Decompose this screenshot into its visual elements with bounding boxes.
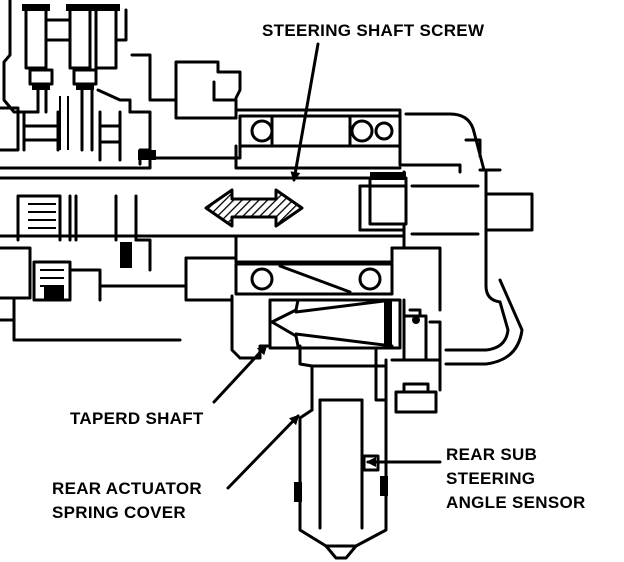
spring-cover-cylinder — [294, 344, 388, 560]
shaft-motion-arrow — [204, 188, 304, 228]
labels: STEERING SHAFT SCREW TAPERD SHAFT REAR A… — [52, 21, 586, 522]
label-rear-sub-line2: STEERING — [446, 469, 535, 488]
leader-rear-actuator — [226, 414, 300, 490]
label-rear-actuator-line1: REAR ACTUATOR — [52, 479, 202, 498]
label-taperd-shaft: TAPERD SHAFT — [70, 409, 204, 428]
leader-lines — [212, 42, 442, 490]
leader-taperd-shaft — [212, 344, 268, 404]
label-rear-actuator-line2: SPRING COVER — [52, 503, 186, 522]
steering-shaft — [0, 176, 406, 238]
leader-steering-shaft-screw — [290, 42, 320, 182]
label-rear-sub-line1: REAR SUB — [446, 445, 537, 464]
valve-fitting-assembly — [0, 0, 156, 166]
label-steering-shaft-screw: STEERING SHAFT SCREW — [262, 21, 485, 40]
gear-housing — [0, 53, 534, 414]
label-rear-sub-line3: ANGLE SENSOR — [446, 493, 586, 512]
